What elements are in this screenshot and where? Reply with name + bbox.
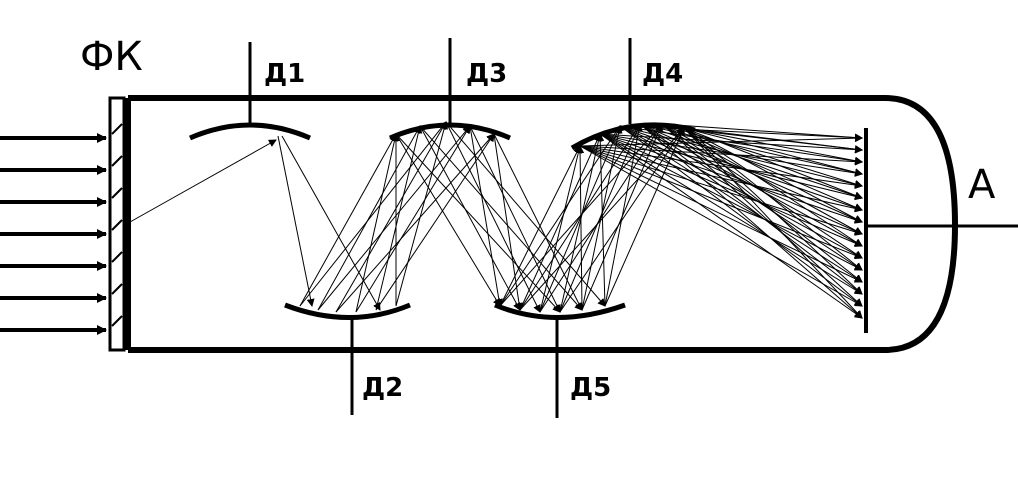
electron-path — [661, 123, 863, 142]
electron-path — [519, 133, 601, 311]
electron-path — [579, 145, 863, 166]
dynode-5-label: Д5 — [570, 373, 611, 403]
electron-path — [395, 121, 449, 307]
electron-path — [619, 125, 863, 165]
electron-path — [683, 127, 863, 295]
anode — [864, 128, 1018, 333]
electron-path — [395, 133, 501, 307]
photocathode — [108, 96, 131, 352]
electron-path — [599, 133, 863, 319]
electron-path — [539, 145, 583, 313]
electron-path — [661, 123, 863, 165]
incident-light-arrows — [0, 133, 107, 335]
electron-path — [375, 125, 423, 311]
electron-path — [639, 123, 863, 319]
electron-path — [683, 127, 863, 154]
electron-path — [661, 123, 863, 235]
electron-path — [683, 127, 863, 271]
electron-path — [499, 145, 581, 307]
electron-path — [639, 123, 863, 295]
dynode-2-label: Д2 — [362, 373, 403, 403]
dynode-3-label: Д3 — [466, 59, 507, 89]
electron-path — [683, 127, 863, 319]
electron-path — [661, 123, 863, 259]
electron-path — [355, 125, 471, 313]
electron-path — [419, 125, 521, 311]
electron-path — [277, 135, 315, 307]
electron-path — [579, 145, 863, 283]
electron-path — [299, 121, 447, 307]
dynode-4-label: Д4 — [642, 59, 683, 89]
electron-path — [559, 123, 641, 313]
electron-path — [683, 127, 863, 177]
electron-path — [576, 145, 585, 311]
electron-path — [419, 125, 583, 311]
electron-path — [619, 125, 863, 189]
dynode-3 — [389, 38, 511, 141]
electron-path — [579, 145, 863, 307]
electron-path — [683, 127, 863, 247]
electron-path — [579, 145, 863, 236]
dynode-2 — [284, 302, 411, 415]
electron-path — [619, 125, 863, 142]
electron-path — [683, 127, 863, 200]
electron-path — [661, 123, 863, 283]
electron-trajectories — [129, 121, 863, 319]
electron-path — [639, 123, 863, 200]
electron-path — [493, 133, 523, 311]
electron-path — [596, 133, 606, 307]
electron-path — [299, 133, 397, 307]
electron-path — [619, 125, 863, 283]
electron-path — [559, 133, 603, 313]
electron-path — [619, 125, 863, 307]
electron-path — [317, 125, 421, 311]
electron-path — [639, 123, 863, 247]
dynode-1 — [189, 42, 311, 141]
electron-path — [639, 123, 863, 271]
dynode-5 — [494, 302, 626, 418]
electron-path — [355, 133, 399, 313]
electron-path — [375, 133, 495, 311]
anode-label: А — [968, 162, 996, 208]
electron-path — [661, 123, 863, 307]
electron-path — [129, 139, 277, 223]
electron-path — [317, 125, 471, 311]
electron-path — [619, 125, 863, 259]
electron-path — [599, 133, 863, 247]
electron-path — [335, 121, 447, 313]
electron-path — [683, 127, 863, 223]
dynode-1-label: Д1 — [264, 59, 305, 89]
electron-path — [469, 125, 561, 313]
photocathode-label: ФК — [80, 34, 143, 80]
electron-path — [445, 121, 541, 313]
electron-path — [445, 121, 606, 307]
electron-path — [599, 133, 863, 295]
electron-path — [469, 125, 503, 307]
